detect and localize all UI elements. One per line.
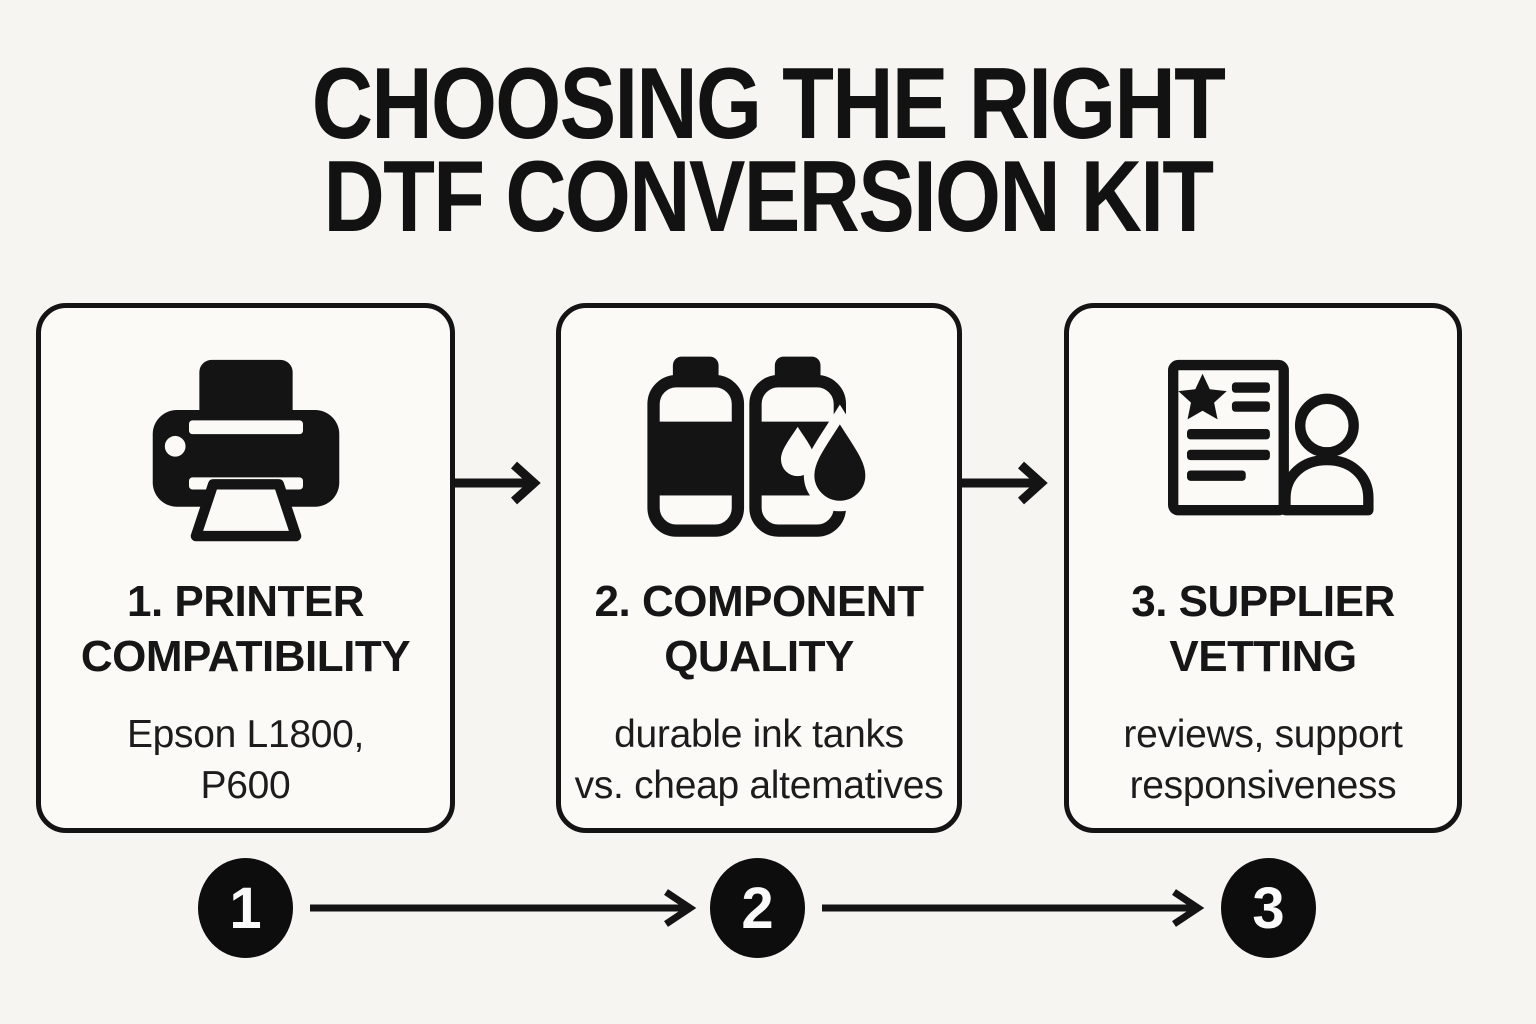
flow-arrow-icon [959, 454, 1063, 517]
step-badge-number: 3 [1252, 875, 1285, 941]
step-heading: 2. COMPONENT QUALITY [595, 574, 924, 684]
step-heading: 1. PRINTER COMPATIBILITY [80, 574, 411, 684]
flow-arrow-icon [452, 454, 556, 517]
ink-bottles-icon [643, 352, 875, 544]
document-person-icon [1149, 352, 1377, 544]
progress-arrow-icon [310, 886, 706, 935]
step-heading-line-2: COMPATIBILITY [80, 632, 411, 681]
step-subtext: Epson L1800, P600 [127, 710, 364, 811]
step-card-component-quality: 2. COMPONENT QUALITY durable ink tanks v… [556, 303, 962, 833]
step-subtext-line-1: reviews, support [1123, 713, 1403, 756]
step-badge-3: 3 [1221, 858, 1316, 958]
printer-icon [140, 352, 352, 544]
step-badge-2: 2 [710, 858, 805, 958]
step-heading-line-2: VETTING [1169, 632, 1357, 681]
step-badge-1: 1 [198, 858, 293, 958]
step-card-supplier-vetting: 3. SUPPLIER VETTING reviews, support res… [1064, 303, 1462, 833]
step-badge-number: 2 [741, 875, 774, 941]
step-subtext-line-1: durable ink tanks [614, 713, 904, 756]
step-subtext-line-2: P600 [200, 763, 291, 807]
step-subtext-line-2: responsiveness [1129, 763, 1397, 807]
step-subtext: durable ink tanks vs. cheap altematives [575, 710, 944, 811]
page-title: CHOOSING THE RIGHT DTF CONVERSION KIT [123, 48, 1413, 253]
step-subtext: reviews, support responsiveness [1123, 710, 1402, 811]
step-card-printer-compatibility: 1. PRINTER COMPATIBILITY Epson L1800, P6… [36, 303, 455, 833]
step-badge-number: 1 [229, 875, 262, 941]
step-subtext-line-2: vs. cheap altematives [574, 763, 944, 807]
page-title-line-2: DTF CONVERSION KIT [323, 140, 1215, 253]
step-heading-line-2: QUALITY [664, 632, 854, 681]
step-heading: 3. SUPPLIER VETTING [1131, 574, 1395, 684]
step-heading-line-1: 3. SUPPLIER [1131, 577, 1395, 626]
page-title-line-1: CHOOSING THE RIGHT [311, 48, 1226, 160]
step-heading-line-1: 1. PRINTER [126, 577, 365, 626]
progress-arrow-icon [822, 886, 1214, 935]
step-subtext-line-1: Epson L1800, [126, 713, 365, 756]
step-heading-line-1: 2. COMPONENT [594, 577, 924, 626]
